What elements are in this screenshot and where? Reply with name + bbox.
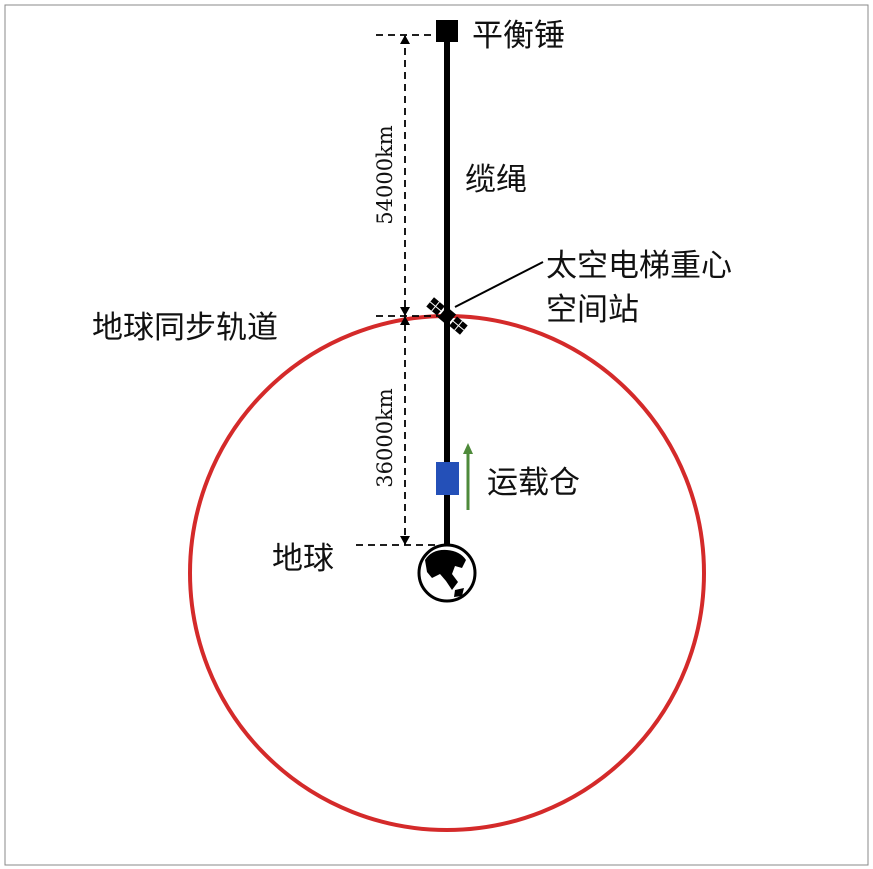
counterweight-label: 平衡锤 xyxy=(472,18,565,54)
dimension-arrowheads xyxy=(400,35,410,545)
distance-lower-label: 36000km xyxy=(373,388,397,488)
cabin-box xyxy=(436,462,459,495)
station-label-line2: 空间站 xyxy=(546,292,639,328)
up-arrow-icon xyxy=(463,443,473,510)
cable-label: 缆绳 xyxy=(465,162,527,198)
earth-globe-icon xyxy=(417,543,477,603)
counterweight-square xyxy=(436,20,458,42)
frame-border xyxy=(4,4,869,866)
cabin-label: 运载仓 xyxy=(487,465,580,501)
earth-label: 地球 xyxy=(272,541,334,577)
distance-upper-label: 54000km xyxy=(373,125,397,225)
satellite-icon xyxy=(426,297,468,335)
station-pointer-line xyxy=(454,261,544,308)
geo-orbit-label: 地球同步轨道 xyxy=(92,310,278,346)
station-label-line1: 太空电梯重心 xyxy=(546,248,732,284)
dimension-lines xyxy=(356,34,440,546)
